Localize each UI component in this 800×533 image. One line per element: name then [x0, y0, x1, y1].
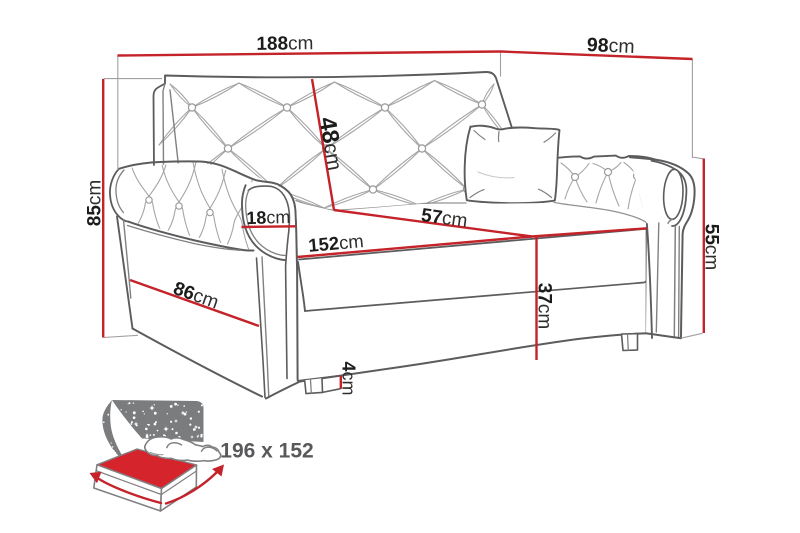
svg-text:48cm: 48cm	[314, 115, 349, 172]
svg-text:37cm: 37cm	[534, 283, 555, 329]
svg-text:55cm: 55cm	[701, 224, 722, 270]
svg-text:18cm: 18cm	[246, 207, 291, 228]
svg-text:152cm: 152cm	[307, 230, 364, 256]
svg-text:196 x 152: 196 x 152	[220, 440, 313, 463]
svg-text:4cm: 4cm	[339, 361, 359, 395]
svg-text:98cm: 98cm	[586, 34, 635, 58]
svg-text:85cm: 85cm	[85, 180, 106, 226]
svg-text:188cm: 188cm	[256, 33, 313, 55]
svg-text:57cm: 57cm	[420, 205, 469, 232]
